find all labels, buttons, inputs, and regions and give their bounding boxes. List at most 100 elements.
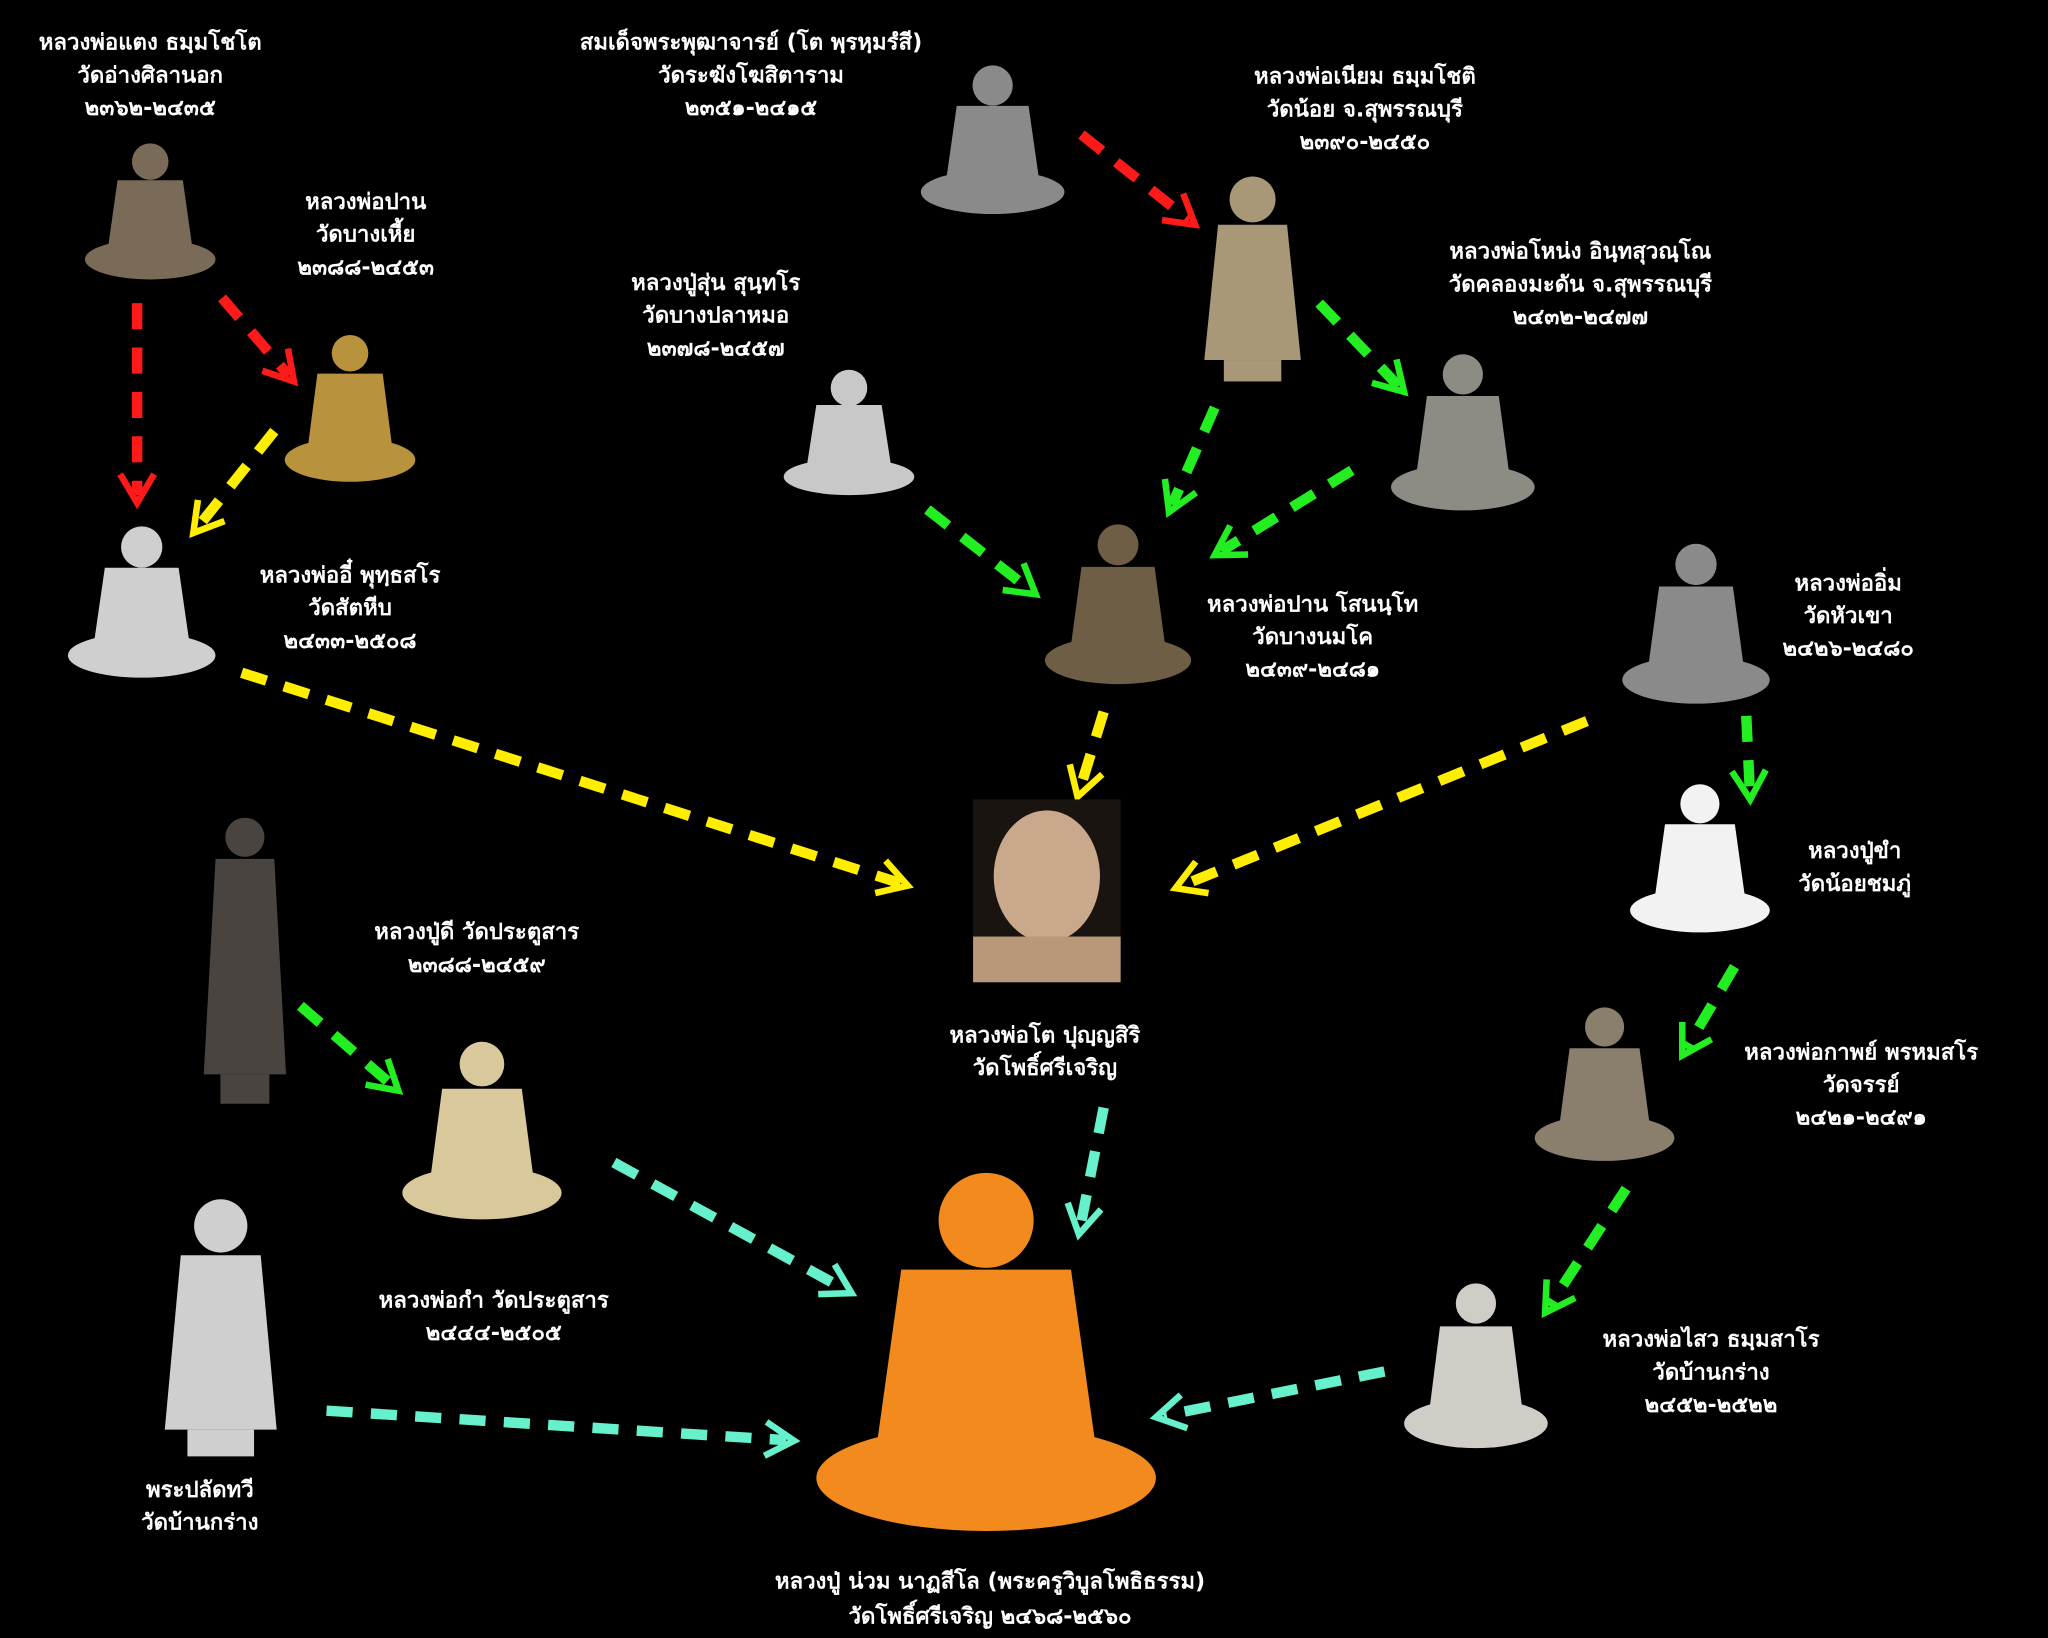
monk-detail: วัดอ่างศิลานอก — [77, 62, 223, 88]
dashed-line — [1180, 716, 1589, 891]
monk-photo-im — [1622, 543, 1770, 704]
arrowhead-icon — [1209, 524, 1249, 559]
label-somdet_to: สมเด็จพระพุฒาจารย์ (โต พฺรหฺมรํสี)วัดระฆ… — [580, 28, 922, 121]
monk-detail: ๒๔๔๔-๒๕๐๕ — [426, 1320, 562, 1346]
arrowhead-icon — [1371, 358, 1409, 397]
dashed-line — [1545, 1185, 1631, 1310]
dashed-line — [1218, 465, 1355, 556]
label-kham: หลวงปู่ขำวัดน้อยชมภู่ — [1798, 838, 1911, 898]
monk-photo-dee — [203, 817, 287, 1104]
arrow-im-to-kham — [1729, 715, 1769, 806]
monk-detail: ๒๓๖๒-๒๔๓๕ — [85, 95, 216, 121]
arrow-tang-to-pan_banghia — [218, 294, 299, 387]
monk-name: หลวงปู่สุ่น สุนฺทโร — [631, 269, 800, 297]
dashed-line — [1741, 715, 1756, 792]
monk-name: หลวงพ่ออี๋ พุทฺธสโร — [260, 559, 441, 590]
monk-detail: วัดบ้านกร่าง — [141, 1510, 258, 1536]
monk-detail: ๒๔๒๖-๒๔๘๐ — [1782, 636, 1913, 662]
monk-photo-kham — [1630, 784, 1770, 933]
dashed-line — [1162, 1366, 1386, 1421]
monk-name: หลวงพ่อเนียม ธมฺมโชติ — [1254, 63, 1476, 90]
dashed-line — [1078, 130, 1193, 224]
monk-name: พระปลัดทวี — [146, 1477, 254, 1503]
monk-name: หลวงปู่ดี วัดประตูสาร — [374, 919, 579, 946]
monk-name: หลวงพ่อโหน่ง อินฺทสุวณฺโณ — [1449, 238, 1711, 266]
labels: หลวงพ่อแตง ธมฺมโชโตวัดอ่างศิลานอก๒๓๖๒-๒๔… — [39, 28, 1978, 1630]
monk-photo-sawai — [1404, 1283, 1548, 1449]
photos — [67, 65, 1770, 1531]
monk-name: หลวงปู่ขำ — [1808, 838, 1901, 865]
arrow-nong-to-pan_sonando — [1209, 465, 1355, 559]
arrowhead-icon — [364, 1057, 404, 1095]
label-thawi: พระปลัดทวีวัดบ้านกร่าง — [141, 1477, 258, 1536]
dashed-line — [326, 1405, 787, 1446]
monk-photo-nuam — [816, 1172, 1156, 1531]
arrow-sun-to-pan_sonando — [924, 505, 1041, 599]
monk-detail: ๒๓๘๘-๒๔๕๓ — [297, 254, 434, 280]
monk-detail: ๒๔๕๒-๒๕๒๒ — [1645, 1392, 1778, 1418]
arrow-to_punyasiri-to-nuam — [1064, 1106, 1109, 1241]
arrow-somdet_to-to-niam — [1078, 130, 1201, 229]
label-nong: หลวงพ่อโหน่ง อินฺทสุวณฺโณวัดคลองมะดัน จ.… — [1449, 238, 1712, 330]
monk-name: หลวงปู่ น่วม นาฏสีโล (พระครูวิบูลโพธิธรร… — [775, 1567, 1205, 1595]
monk-detail: วัดบางนมโค — [1252, 623, 1373, 650]
arrowhead-icon — [1066, 763, 1105, 803]
monk-name: หลวงพ่อกำ วัดประตูสาร — [379, 1287, 609, 1314]
arrow-thawi-to-nuam — [326, 1405, 801, 1459]
arrowhead-icon — [1161, 192, 1201, 229]
dashed-line — [296, 1001, 396, 1090]
monk-name: หลวงพ่อไสว ธมฺมสาโร — [1603, 1326, 1820, 1353]
monk-photo-ee — [67, 526, 216, 678]
arrow-niam-to-pan_sonando — [1161, 405, 1220, 518]
label-to_punyasiri: หลวงพ่อโต ปุญฺญสิริวัดโพธิ์ศรีเจริญ — [949, 1021, 1140, 1081]
arrowhead-icon — [818, 1262, 858, 1298]
monk-detail: วัดโพธิ์ศรีเจริญ ๒๔๖๘-๒๕๖๐ — [849, 1599, 1132, 1630]
monk-detail: ๒๓๙๐-๒๔๕๐ — [1300, 129, 1431, 155]
monk-photo-kap — [1534, 1007, 1675, 1161]
dashed-line — [218, 294, 293, 379]
arrow-pan_banghia-to-ee — [189, 427, 279, 538]
arrow-kap-to-sawai — [1541, 1185, 1631, 1319]
monk-photo-tang — [84, 143, 216, 280]
arrowhead-icon — [874, 858, 914, 897]
label-tang: หลวงพ่อแตง ธมฺมโชโตวัดอ่างศิลานอก๒๓๖๒-๒๔… — [39, 29, 262, 121]
monk-detail: ๒๔๓๒-๒๔๗๗ — [1513, 304, 1648, 330]
monk-photo-pan_banghia — [284, 334, 416, 482]
monk-detail: วัดคลองมะดัน จ.สุพรรณบุรี — [1449, 271, 1712, 298]
arrow-tang-to-ee — [117, 303, 157, 510]
arrow-kham-to-kap — [1678, 963, 1740, 1061]
arrow-ee-to-to_punyasiri — [240, 667, 914, 897]
monk-name: หลวงพ่อปาน — [305, 189, 427, 215]
dashed-line — [1074, 710, 1109, 791]
monk-detail: วัดโพธิ์ศรีเจริญ — [973, 1050, 1117, 1081]
dashed-line — [1167, 405, 1220, 507]
arrow-niam-to-nong — [1315, 299, 1409, 397]
monk-detail: ๒๓๕๑-๒๔๑๕ — [685, 95, 817, 121]
dashed-line — [194, 427, 279, 531]
edges — [117, 130, 1769, 1459]
arrowhead-icon — [1729, 768, 1769, 806]
arrow-im-to-to_punyasiri — [1169, 716, 1589, 897]
monk-detail: วัดสัตหีบ — [308, 595, 392, 621]
arrowhead-icon — [1541, 1279, 1577, 1319]
arrowhead-icon — [762, 1419, 801, 1459]
monk-photo-to_punyasiri — [973, 799, 1121, 983]
monk-detail: ๒๔๒๑-๒๔๙๑ — [1796, 1105, 1927, 1131]
monk-detail: วัดน้อย จ.สุพรรณบุรี — [1267, 96, 1463, 123]
monk-name: หลวงพ่อปาน โสนนฺโท — [1207, 590, 1418, 617]
monk-name: หลวงพ่อโต ปุญฺญสิริ — [949, 1021, 1140, 1049]
monk-detail: วัดบางเหี้ย — [316, 217, 415, 248]
arrow-sawai-to-nuam — [1149, 1366, 1386, 1432]
arrowhead-icon — [1161, 478, 1198, 518]
arrowhead-icon — [189, 499, 226, 538]
arrowhead-icon — [261, 348, 299, 387]
monk-detail: ๒๔๓๙-๒๔๘๑ — [1245, 657, 1380, 683]
